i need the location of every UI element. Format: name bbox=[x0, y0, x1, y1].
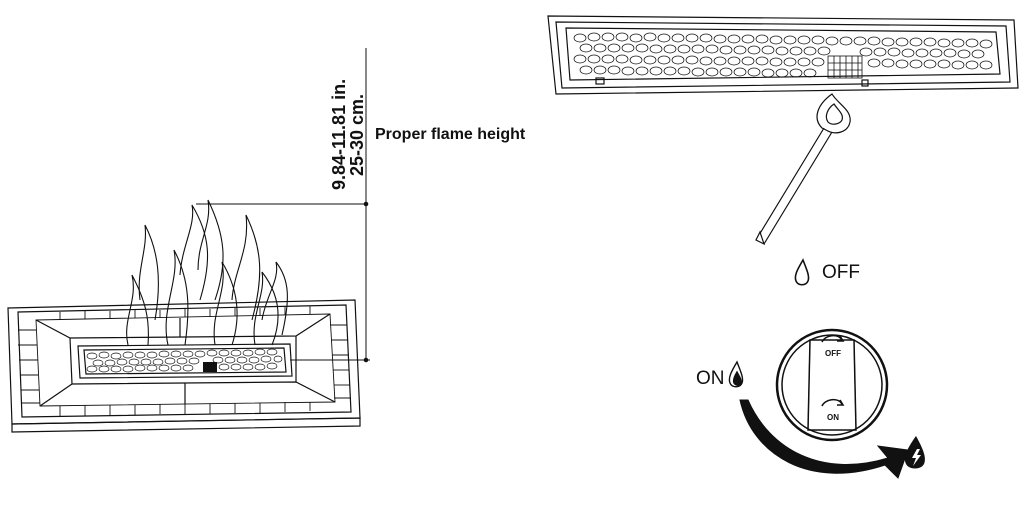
tray-inner bbox=[555, 21, 1011, 89]
long-lighter bbox=[755, 93, 851, 246]
tray-pan bbox=[565, 27, 1001, 81]
bevel-top bbox=[35, 313, 331, 339]
control-knob[interactable] bbox=[775, 328, 889, 442]
fire-table-illustration bbox=[7, 48, 370, 433]
knob-on-arrow-icon bbox=[821, 398, 845, 407]
flame-height-label: Proper flame height bbox=[375, 126, 526, 143]
off-label: OFF bbox=[822, 262, 860, 283]
flame-outline-icon bbox=[794, 258, 810, 286]
dimension-lines bbox=[196, 48, 370, 363]
knob-off-text: OFF bbox=[825, 349, 841, 358]
dimension-cm: 25-30 cm. bbox=[347, 93, 367, 176]
flame-spark-icon bbox=[904, 436, 925, 469]
flame-half-icon bbox=[728, 360, 744, 388]
bevel-bottom bbox=[39, 381, 336, 407]
tray-pebbles bbox=[573, 32, 993, 78]
tray-outer bbox=[547, 15, 1019, 95]
burner-pan bbox=[77, 343, 293, 379]
pilot-grid bbox=[827, 55, 863, 79]
burner-grate bbox=[203, 362, 217, 372]
burner-pebbles bbox=[86, 348, 283, 373]
knob-off-arrow-icon bbox=[821, 334, 845, 343]
knob-on-text: ON bbox=[827, 413, 839, 422]
table-base bbox=[11, 417, 361, 433]
dimension-inches: 9.84-11.81 in. bbox=[329, 78, 349, 190]
on-label: ON bbox=[696, 368, 725, 389]
burner-tray-illustration bbox=[547, 15, 1019, 246]
flames bbox=[126, 199, 288, 346]
